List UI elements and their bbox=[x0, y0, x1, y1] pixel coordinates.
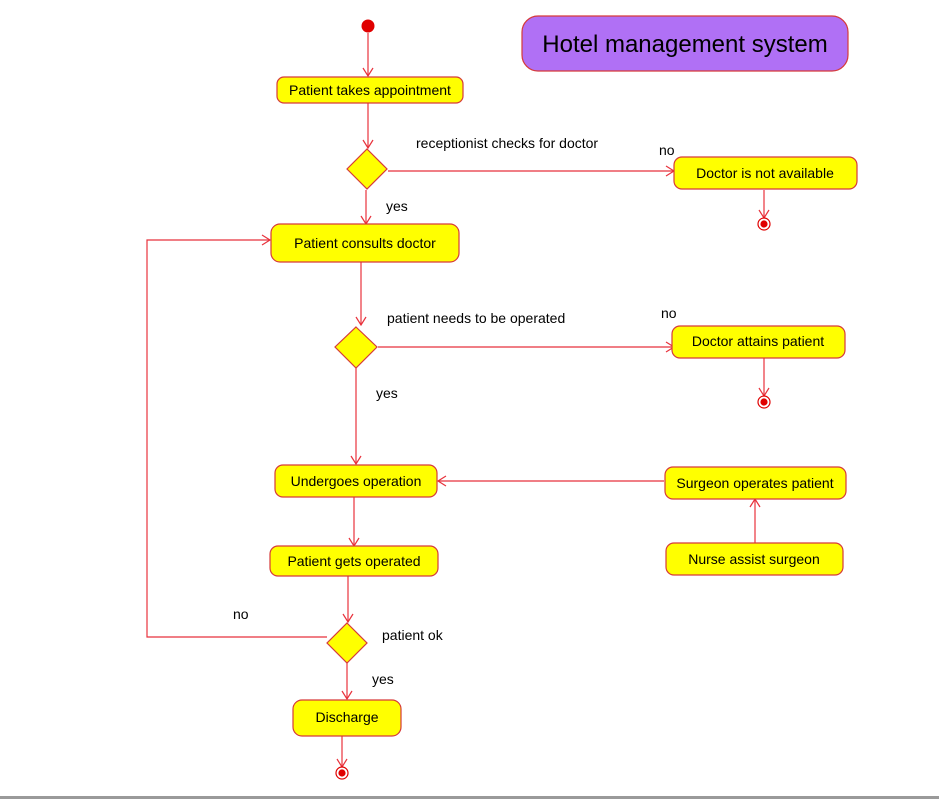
title-box bbox=[521, 15, 849, 72]
node-label: Patient consults doctor bbox=[294, 235, 436, 251]
node-label: Doctor is not available bbox=[696, 165, 834, 181]
node-label: Patient gets operated bbox=[287, 553, 420, 569]
end-node-attains bbox=[757, 395, 771, 409]
arrowhead bbox=[362, 139, 374, 150]
flow-d3-no-loop bbox=[146, 239, 327, 638]
node-nurse-assist: Nurse assist surgeon bbox=[665, 542, 844, 576]
node-doctor-attains: Doctor attains patient bbox=[671, 325, 846, 359]
decision-patient-ok bbox=[326, 622, 368, 664]
decision-doctor-check bbox=[346, 148, 388, 190]
arrowhead bbox=[362, 67, 374, 78]
end-node-not-available bbox=[757, 217, 771, 231]
arrowhead bbox=[342, 613, 354, 624]
diagram-title: Hotel management system bbox=[521, 15, 849, 72]
arrowhead bbox=[436, 475, 447, 487]
arrowhead bbox=[350, 455, 362, 466]
guard-d3-no: no bbox=[233, 606, 249, 622]
node-label: Doctor attains patient bbox=[692, 333, 824, 349]
node-doctor-not-available: Doctor is not available bbox=[673, 156, 858, 190]
guard-d1-yes: yes bbox=[386, 198, 408, 214]
node-label: Patient takes appointment bbox=[289, 82, 451, 98]
guard-d1-no: no bbox=[659, 142, 675, 158]
node-label: Surgeon operates patient bbox=[676, 475, 833, 491]
guard-d2-no: no bbox=[661, 305, 677, 321]
title-label: Hotel management system bbox=[542, 31, 827, 58]
node-gets-operated: Patient gets operated bbox=[269, 545, 439, 577]
node-label: Nurse assist surgeon bbox=[688, 551, 820, 567]
node-undergoes-operation: Undergoes operation bbox=[274, 464, 438, 498]
guard-patient-ok: patient ok bbox=[382, 627, 444, 643]
guard-d2-yes: yes bbox=[376, 385, 398, 401]
node-label: Discharge bbox=[315, 709, 378, 725]
node-label: Undergoes operation bbox=[291, 473, 422, 489]
guard-needs-operation: patient needs to be operated bbox=[387, 310, 565, 326]
guard-d3-yes: yes bbox=[372, 671, 394, 687]
node-surgeon-operates: Surgeon operates patient bbox=[664, 466, 847, 500]
guard-doctor-check: receptionist checks for doctor bbox=[416, 135, 598, 151]
arrowhead bbox=[261, 234, 272, 246]
arrowhead bbox=[341, 690, 353, 701]
arrowhead bbox=[355, 316, 367, 327]
start-node bbox=[361, 19, 375, 33]
end-node-discharge bbox=[335, 766, 349, 780]
node-discharge: Discharge bbox=[292, 699, 402, 737]
bottom-divider bbox=[0, 796, 939, 799]
node-take-appointment: Patient takes appointment bbox=[276, 76, 464, 104]
decision-needs-operation bbox=[334, 326, 378, 369]
node-consults-doctor: Patient consults doctor bbox=[270, 223, 460, 263]
